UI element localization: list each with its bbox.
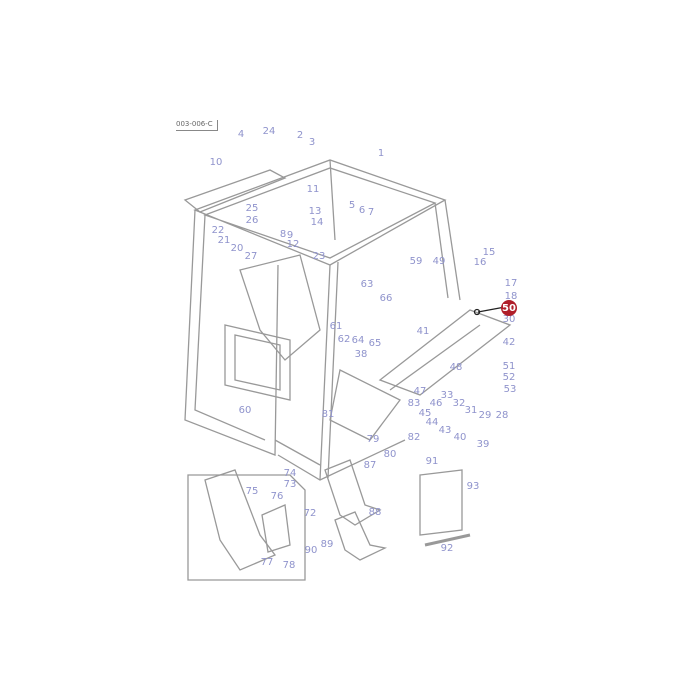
part-label-24: 24 (262, 126, 276, 137)
part-label-29: 29 (478, 410, 492, 421)
rear-posts (329, 159, 461, 301)
part-label-43: 43 (438, 425, 452, 436)
part-label-81: 81 (321, 409, 335, 420)
part-label-20: 20 (230, 243, 244, 254)
part-label-44: 44 (425, 417, 439, 428)
part-label-14: 14 (310, 217, 324, 228)
part-label-9: 9 (286, 230, 294, 241)
part-label-28: 28 (495, 410, 509, 421)
part-label-80: 80 (383, 449, 397, 460)
part-label-63: 63 (360, 279, 374, 290)
part-label-47: 47 (413, 386, 427, 397)
front-left-post (184, 209, 279, 456)
part-label-92: 92 (440, 543, 454, 554)
lower-step (334, 511, 388, 561)
part-label-66: 66 (379, 293, 393, 304)
step-plate (329, 369, 401, 441)
rear-window-frame (224, 324, 291, 401)
part-label-16: 16 (473, 257, 487, 268)
part-label-76: 76 (270, 491, 284, 502)
part-label-65: 65 (368, 338, 382, 349)
part-label-18: 18 (504, 291, 518, 302)
part-label-17: 17 (504, 278, 518, 289)
part-label-13: 13 (308, 206, 322, 217)
part-label-12: 12 (286, 239, 300, 250)
part-label-78: 78 (282, 560, 296, 571)
part-label-8: 8 (279, 229, 287, 240)
part-label-72: 72 (303, 508, 317, 519)
inset-cover (261, 504, 291, 553)
part-label-10: 10 (209, 157, 223, 168)
part-label-42: 42 (502, 337, 516, 348)
part-label-27: 27 (244, 251, 258, 262)
part-label-52: 52 (502, 372, 516, 383)
part-label-82: 82 (407, 432, 421, 443)
sun-visor (183, 169, 287, 213)
part-label-41: 41 (416, 326, 430, 337)
part-label-90: 90 (304, 545, 318, 556)
inset-frame (187, 474, 306, 581)
part-label-75: 75 (245, 486, 259, 497)
part-label-60: 60 (238, 405, 252, 416)
part-label-26: 26 (245, 215, 259, 226)
part-label-39: 39 (476, 439, 490, 450)
part-label-30: 30 (502, 314, 516, 325)
part-label-3: 3 (308, 137, 316, 148)
mud-flap (419, 469, 463, 536)
part-label-32: 32 (452, 398, 466, 409)
part-label-77: 77 (260, 557, 274, 568)
part-label-49: 49 (432, 256, 446, 267)
part-label-21: 21 (217, 235, 231, 246)
reference-code: 003-006-C (176, 120, 218, 131)
flap-strip (424, 533, 471, 547)
leader-50 (477, 306, 506, 313)
part-label-33: 33 (440, 390, 454, 401)
part-label-93: 93 (466, 481, 480, 492)
part-label-23: 23 (312, 251, 326, 262)
part-label-6: 6 (358, 205, 366, 216)
highlighted-part-label: 50 (501, 300, 517, 316)
part-label-1: 1 (377, 148, 385, 159)
part-label-38: 38 (354, 349, 368, 360)
fender (378, 309, 512, 396)
part-label-4: 4 (237, 129, 245, 140)
inset-step (204, 469, 277, 571)
part-label-46: 46 (429, 398, 443, 409)
part-label-48: 48 (449, 362, 463, 373)
part-label-15: 15 (482, 247, 496, 258)
part-label-88: 88 (368, 507, 382, 518)
part-label-31: 31 (464, 405, 478, 416)
part-label-5: 5 (348, 200, 356, 211)
part-label-62: 62 (337, 334, 351, 345)
part-label-89: 89 (320, 539, 334, 550)
part-label-61: 61 (329, 321, 343, 332)
part-label-22: 22 (211, 225, 225, 236)
inner-panel (239, 254, 321, 361)
upper-step (324, 459, 382, 526)
part-label-40: 40 (453, 432, 467, 443)
part-label-25: 25 (245, 203, 259, 214)
part-label-73: 73 (283, 479, 297, 490)
part-label-45: 45 (418, 408, 432, 419)
part-label-83: 83 (407, 398, 421, 409)
part-label-53: 53 (503, 384, 517, 395)
part-label-74: 74 (283, 468, 297, 479)
part-label-91: 91 (425, 456, 439, 467)
front-right-post (319, 261, 339, 481)
part-label-59: 59 (409, 256, 423, 267)
part-label-7: 7 (367, 207, 375, 218)
part-label-64: 64 (351, 335, 365, 346)
part-label-79: 79 (366, 434, 380, 445)
part-label-51: 51 (502, 361, 516, 372)
part-label-87: 87 (363, 460, 377, 471)
lower-frame (274, 439, 406, 481)
part-label-11: 11 (306, 184, 320, 195)
part-label-2: 2 (296, 130, 304, 141)
